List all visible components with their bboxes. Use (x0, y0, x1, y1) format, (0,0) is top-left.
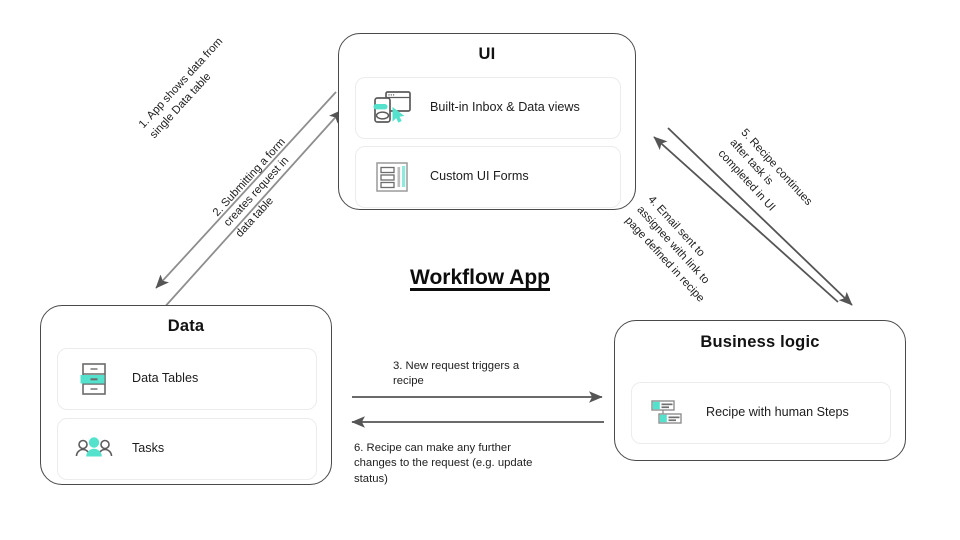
browser-mobile-cursor-icon (366, 82, 418, 134)
group-business-logic[interactable]: Business logic Recipe with human Steps (614, 320, 906, 461)
flow-6-caption: 6. Recipe can make any further changes t… (354, 442, 533, 485)
form-layout-icon (366, 151, 418, 203)
people-group-icon (68, 423, 120, 475)
card-custom-ui-forms-label: Custom UI Forms (430, 169, 529, 184)
card-data-tables[interactable]: Data Tables (57, 348, 317, 410)
file-cabinet-icon (68, 353, 120, 405)
flow-1-caption: 1. App shows data from single Data table (136, 35, 226, 142)
flow-3-caption: 3. New request triggers a recipe (393, 360, 520, 388)
group-ui[interactable]: UI Built-in Inbox & Data views (338, 33, 636, 210)
group-ui-title: UI (478, 45, 496, 63)
card-built-in-inbox-label: Built-in Inbox & Data views (430, 100, 580, 115)
card-custom-ui-forms[interactable]: Custom UI Forms (355, 146, 621, 208)
card-recipe-human-steps-label: Recipe with human Steps (706, 405, 849, 420)
group-data[interactable]: Data Data Tables (40, 305, 332, 485)
card-tasks[interactable]: Tasks (57, 418, 317, 480)
page-title: Workflow App (410, 266, 550, 289)
group-business-logic-title: Business logic (700, 333, 820, 351)
flow-2-caption: 2. Submitting a form creates request in … (210, 136, 292, 240)
card-built-in-inbox[interactable]: Built-in Inbox & Data views (355, 77, 621, 139)
flow-5-caption: 5. Recipe continues after task is comple… (715, 126, 815, 214)
group-data-title: Data (167, 317, 205, 335)
recipe-steps-icon (642, 387, 694, 439)
card-data-tables-label: Data Tables (132, 371, 199, 386)
card-recipe-human-steps[interactable]: Recipe with human Steps (631, 382, 891, 444)
card-tasks-label: Tasks (132, 441, 165, 456)
